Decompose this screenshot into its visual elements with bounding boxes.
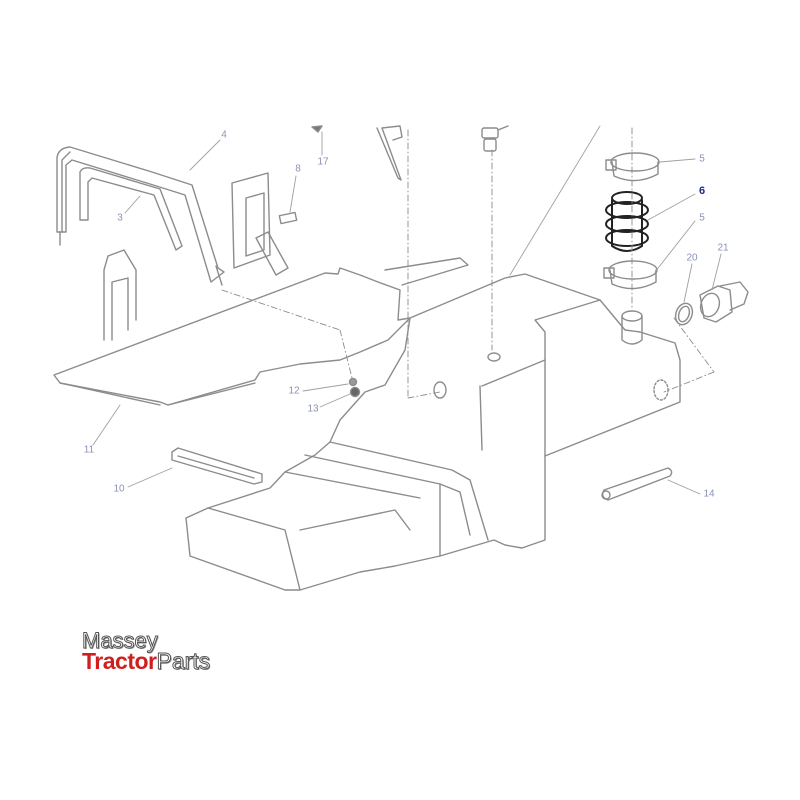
callout-13: 13 bbox=[307, 403, 319, 415]
callout-3: 3 bbox=[117, 212, 123, 224]
part-4-fender-bracket bbox=[56, 146, 225, 286]
fuel-tank-filler-neck bbox=[621, 310, 643, 345]
callout-5-upper: 5 bbox=[699, 153, 705, 165]
part-3-fender-bracket bbox=[79, 167, 183, 251]
part-sender-ring bbox=[433, 381, 447, 399]
part-6-bellows-hose bbox=[605, 191, 649, 252]
callout-14: 14 bbox=[703, 488, 715, 500]
part-12-washer bbox=[348, 377, 358, 387]
callout-12: 12 bbox=[288, 385, 300, 397]
part-drain-plug bbox=[481, 125, 509, 152]
callout-10: 10 bbox=[113, 483, 125, 495]
callout-17: 17 bbox=[317, 156, 329, 168]
massey-tractor-parts-logo: Massey TractorParts bbox=[81, 628, 211, 674]
logo-word-parts: Parts bbox=[156, 648, 211, 674]
part-support-bracket bbox=[103, 249, 137, 341]
part-5-clamp-upper bbox=[605, 152, 660, 182]
part-14-pin bbox=[601, 467, 673, 501]
part-mount-plate bbox=[231, 172, 289, 276]
logo-line-tractorparts: TractorParts bbox=[82, 648, 211, 674]
logo-word-tractor: Tractor bbox=[82, 648, 157, 674]
callout-8: 8 bbox=[295, 163, 301, 175]
part-sight-gauge bbox=[653, 379, 669, 401]
part-10-bar bbox=[171, 447, 263, 485]
part-13-nut bbox=[349, 386, 361, 398]
part-21-fitting bbox=[699, 281, 749, 323]
part-11-platform bbox=[53, 257, 469, 406]
callout-4: 4 bbox=[221, 129, 227, 141]
callout-6-highlighted[interactable]: 6 bbox=[698, 185, 706, 197]
callout-20: 20 bbox=[686, 252, 698, 264]
part-5-clamp-lower bbox=[603, 260, 658, 290]
part-8-screw bbox=[278, 211, 298, 225]
part-17-bolt bbox=[311, 125, 323, 133]
callout-5-lower: 5 bbox=[699, 212, 705, 224]
part-lever bbox=[376, 125, 403, 181]
part-20-washer bbox=[674, 302, 694, 326]
assembly-lines bbox=[221, 127, 715, 399]
callout-21: 21 bbox=[717, 242, 729, 254]
fuel-tank bbox=[185, 273, 681, 591]
callout-11: 11 bbox=[83, 444, 95, 456]
leader-lines bbox=[92, 125, 722, 495]
logo-line-massey: Massey bbox=[81, 628, 158, 653]
